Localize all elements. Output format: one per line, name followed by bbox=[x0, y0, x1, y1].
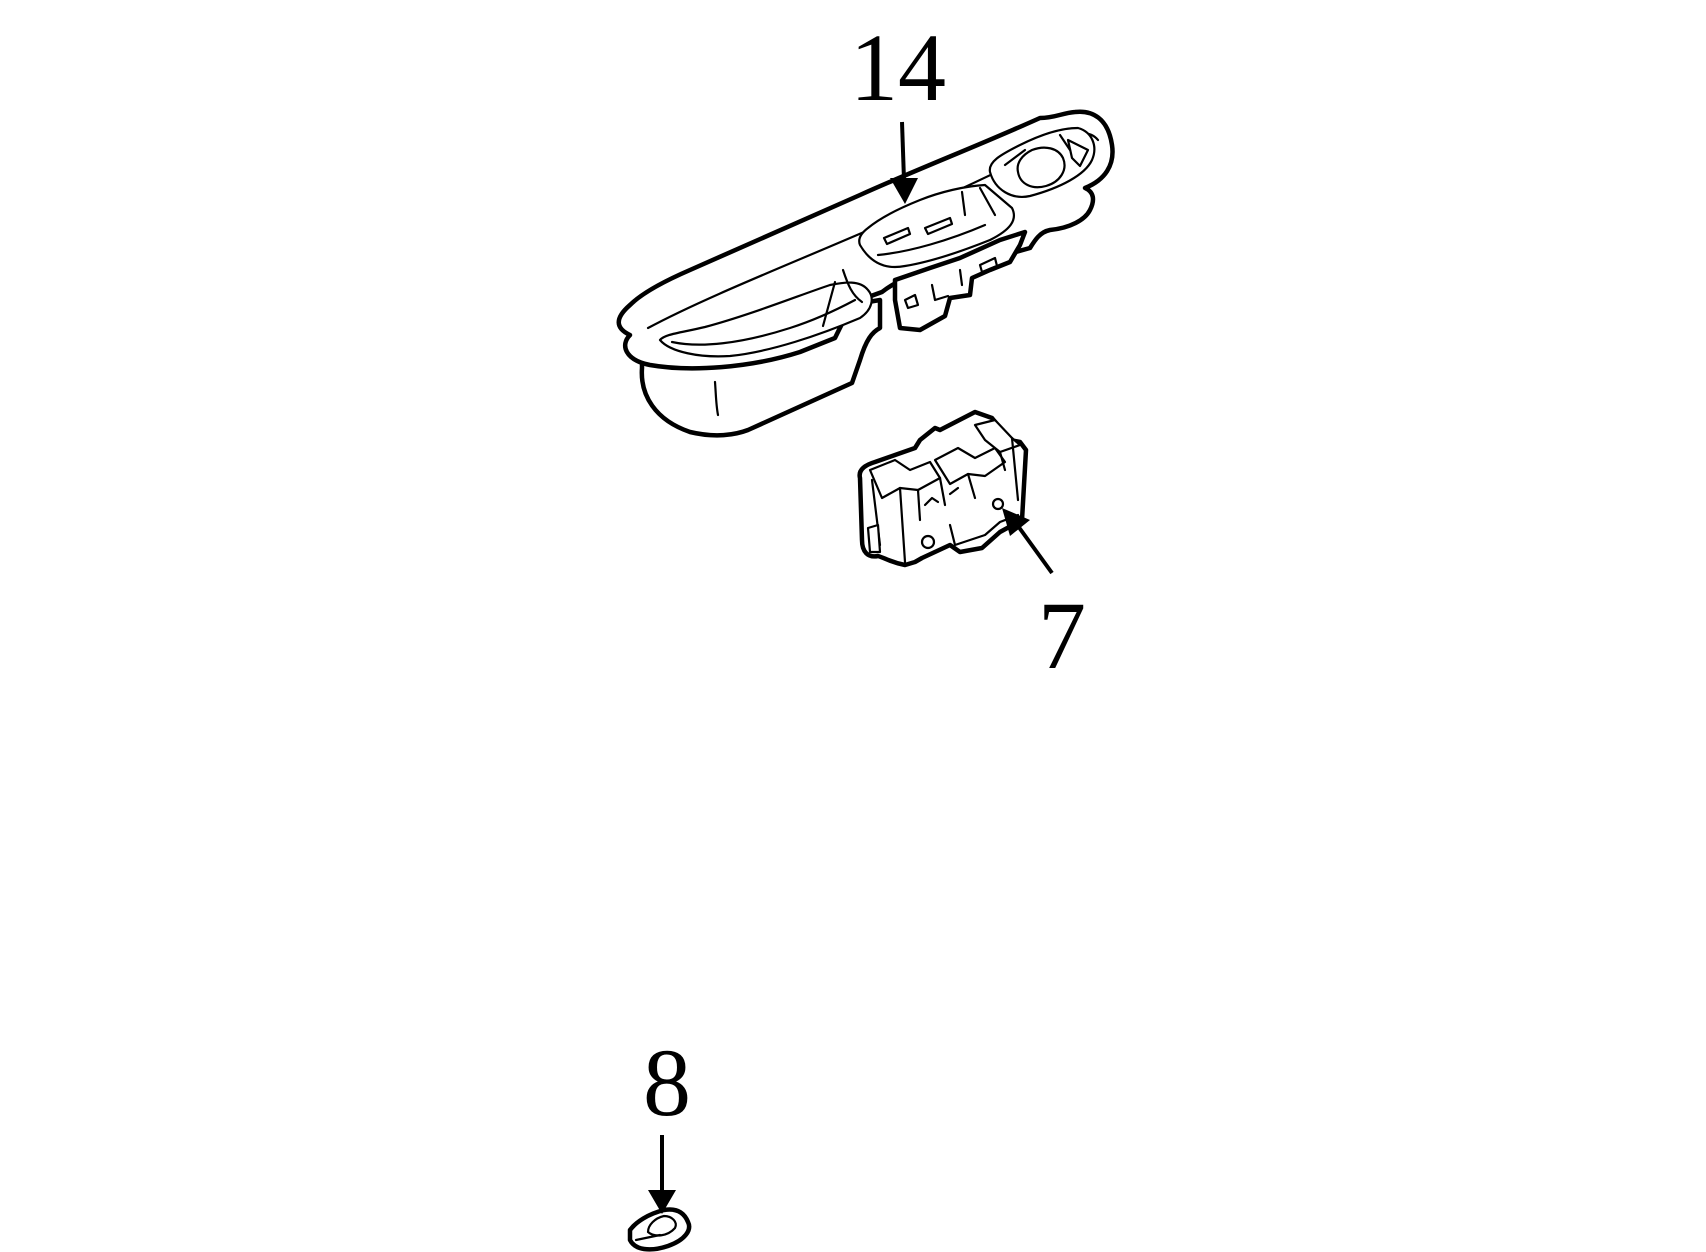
rocker-switch-2 bbox=[933, 446, 1007, 486]
window-switch-part bbox=[857, 409, 1029, 568]
pull-cup-seam bbox=[713, 380, 720, 417]
mirror-switch-knob bbox=[1016, 146, 1066, 189]
grab-handle-corner bbox=[821, 268, 864, 328]
grab-handle-inner bbox=[670, 298, 857, 346]
switch-knob-part bbox=[627, 1207, 692, 1252]
callout-7: 7 bbox=[1002, 508, 1086, 689]
callout-8-label: 8 bbox=[643, 1029, 691, 1136]
mount-hole-left bbox=[920, 534, 936, 550]
mirror-select-button bbox=[1066, 138, 1090, 168]
grab-handle-recess bbox=[658, 281, 873, 358]
callout-8-arrowhead bbox=[648, 1190, 676, 1214]
callout-8: 8 bbox=[643, 1029, 691, 1214]
callout-14-leader bbox=[900, 121, 906, 181]
switch-opening-inner bbox=[876, 223, 987, 257]
switch-knob-body bbox=[627, 1207, 692, 1252]
mirror-pod-edge bbox=[1003, 133, 1072, 167]
switch-knob-top bbox=[646, 1214, 677, 1237]
callout-7-leader bbox=[1016, 524, 1054, 575]
switch-knob-edge bbox=[634, 1233, 662, 1242]
callout-14-arrowhead bbox=[890, 178, 918, 204]
switch-body-under-bezel bbox=[892, 229, 1028, 333]
switch-button-left bbox=[882, 226, 912, 246]
housing-edges bbox=[870, 436, 1020, 564]
callout-14: 14 bbox=[850, 14, 946, 204]
switch-button-mid bbox=[923, 216, 954, 236]
callout-14-label: 14 bbox=[850, 14, 946, 121]
switch-body-details bbox=[903, 256, 999, 310]
rocker-switch-3 bbox=[973, 418, 1022, 454]
callout-7-label: 7 bbox=[1038, 582, 1086, 689]
mount-hole-right bbox=[991, 497, 1005, 511]
callout-7-arrowhead bbox=[1002, 508, 1030, 536]
housing-notches bbox=[923, 486, 960, 507]
switch-divider bbox=[960, 186, 997, 217]
armrest-bezel-part bbox=[616, 109, 1115, 438]
connector-tab bbox=[866, 523, 882, 554]
